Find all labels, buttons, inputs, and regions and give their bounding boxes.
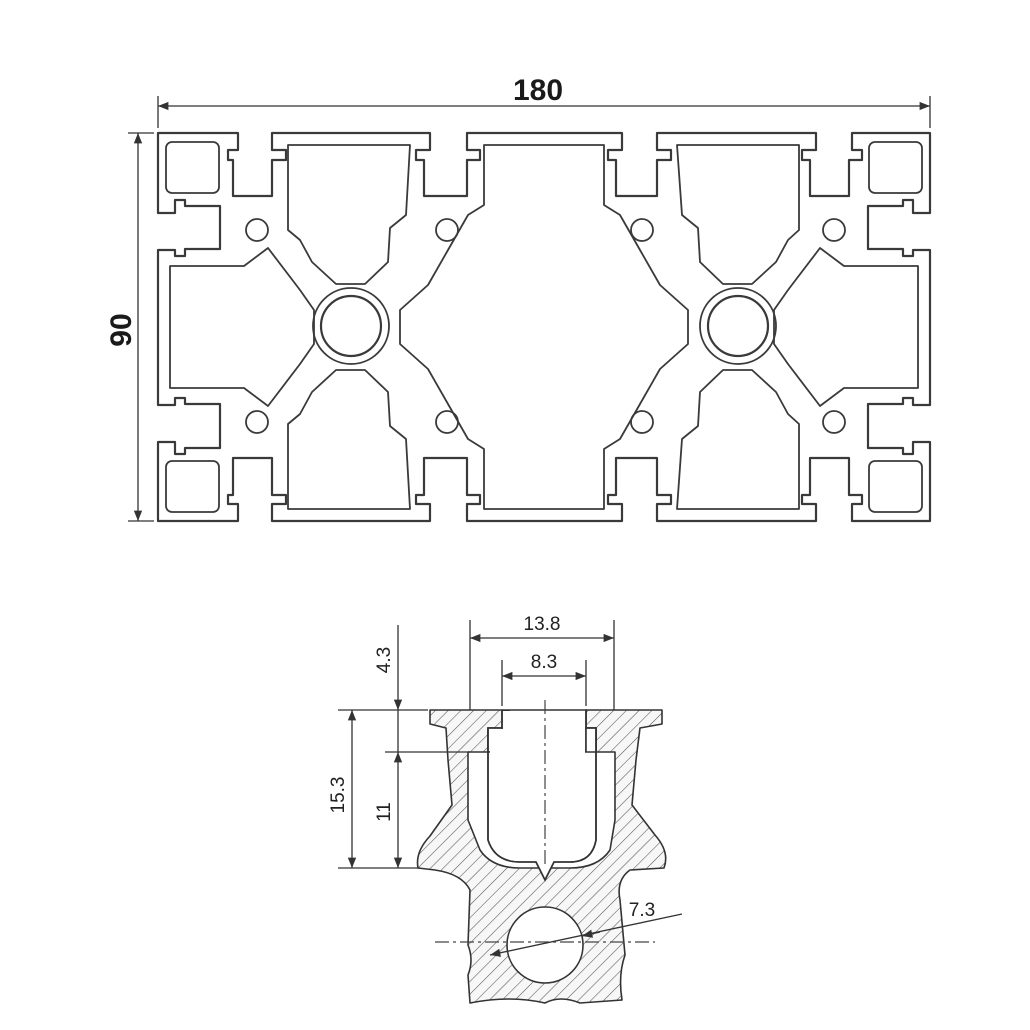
screw-channel-4 [435,410,459,434]
screw-channel-2 [245,410,269,434]
corner-hole-top-left [165,141,220,194]
corner-hole-bottom-left [165,460,220,513]
slot-inner-open [490,711,595,876]
core-bore-left-inner [312,287,390,365]
corner-hole-bottom-right [868,460,923,513]
height-label: 90 [105,313,138,346]
core-diameter-label: 7.3 [629,900,655,921]
core-bore-right [706,294,770,358]
slot-core-hole [506,906,584,984]
dimension-height: 90 [105,132,154,522]
core-bore-left [319,294,383,358]
screw-channel-5 [630,218,654,242]
profile-cross-section [156,131,932,523]
width-label: 180 [513,74,563,107]
opening-outer-label: 13.8 [524,614,561,635]
corner-hole-top-right [868,141,923,194]
cavity-right-top [676,144,800,285]
slot-inner-outline [487,710,597,882]
cavity-left-bottom [287,369,411,510]
cavity-left-top [287,144,411,285]
lip-depth-label: 4.3 [374,647,395,673]
profile-outer-contour [156,131,932,523]
core-bore-right-inner [699,287,777,365]
cavity-right-bottom [676,369,800,510]
screw-channel-6 [630,410,654,434]
cavity-right-side [773,247,919,407]
screw-channel-7 [822,218,846,242]
dimension-width: 180 [157,74,931,128]
cavity-left-side [169,247,315,407]
screw-channel-3 [435,218,459,242]
opening-inner-label: 8.3 [531,652,557,673]
screw-channel-8 [822,410,846,434]
slot-section-hatched [416,709,667,1004]
slot-depth-label: 15.3 [328,777,349,814]
cavity-center [399,144,689,510]
screw-channel-1 [245,218,269,242]
inner-depth-label: 11 [374,802,395,822]
slot-detail: 13.8 8.3 4.3 11 15.3 7.3 [328,614,683,1004]
